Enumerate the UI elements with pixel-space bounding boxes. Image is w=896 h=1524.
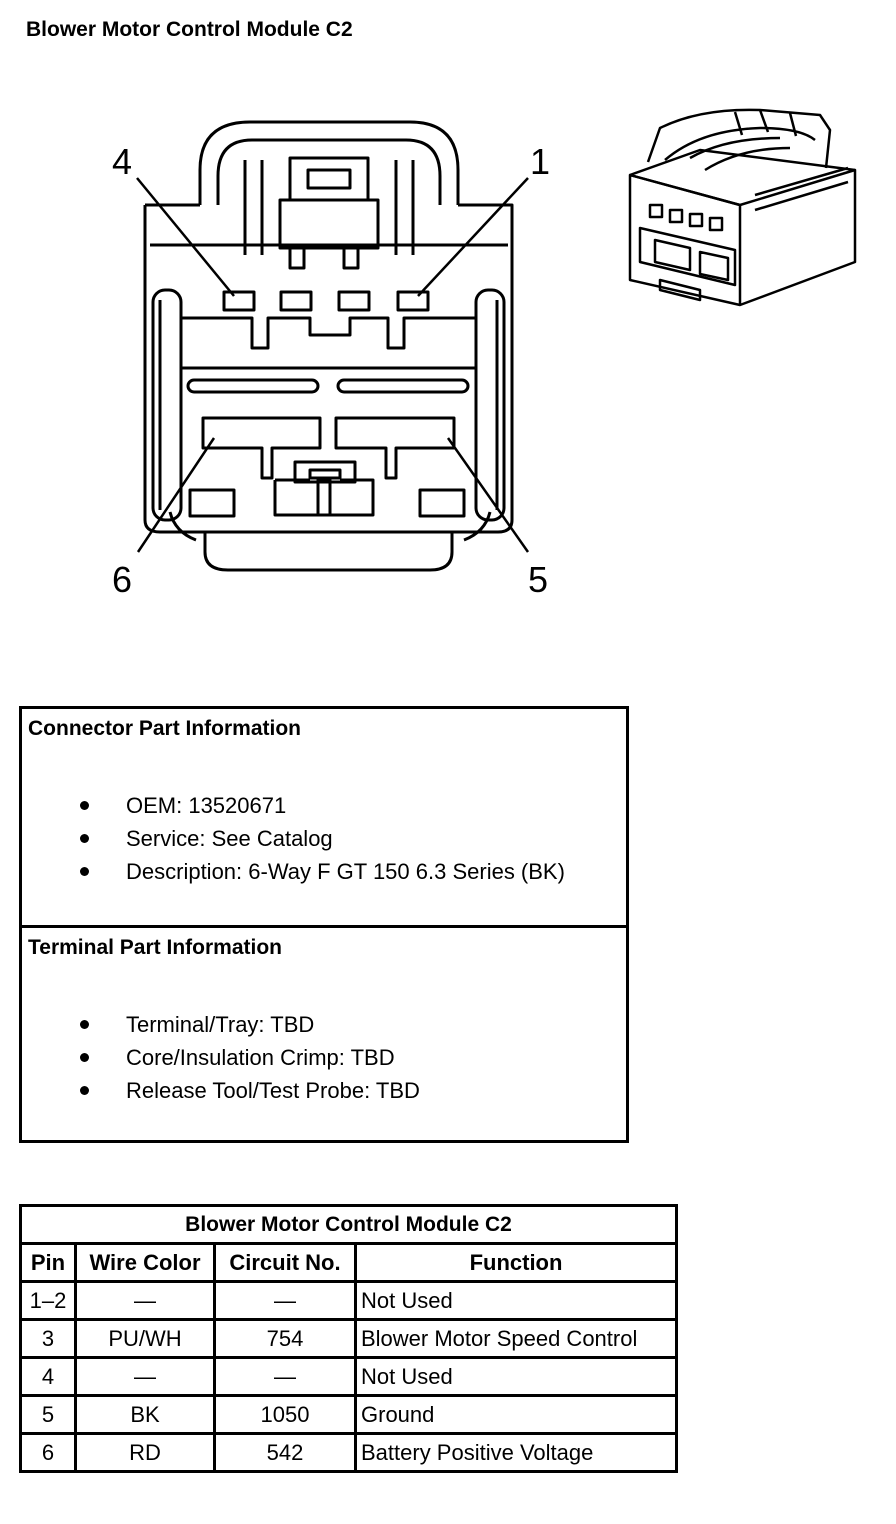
pin-label-4: 4 <box>112 141 132 182</box>
table-cell: 5 <box>19 1394 77 1435</box>
table-cell: 6 <box>19 1432 77 1473</box>
list-item: Core/Insulation Crimp: TBD <box>22 1041 420 1074</box>
table-cell: 754 <box>213 1318 357 1359</box>
terminal-cavity-1 <box>396 290 430 312</box>
leader-line-1 <box>417 177 529 297</box>
leader-line-5 <box>446 437 530 553</box>
column-header-circuit-no: Circuit No. <box>213 1242 357 1283</box>
table-cell: — <box>213 1356 357 1397</box>
pin-table-caption: Blower Motor Control Module C2 <box>19 1204 678 1245</box>
table-cell: Blower Motor Speed Control <box>354 1318 678 1359</box>
table-cell: RD <box>74 1432 216 1473</box>
connector-part-information: Connector Part Information OEM: 13520671… <box>22 709 626 928</box>
terminal-cavity-3 <box>279 290 313 312</box>
pin-table: Blower Motor Control Module C2 Pin Wire … <box>19 1204 678 1473</box>
column-header-pin: Pin <box>19 1242 77 1283</box>
terminal-info-list: Terminal/Tray: TBD Core/Insulation Crimp… <box>22 1008 420 1107</box>
connector-info-heading: Connector Part Information <box>28 717 302 740</box>
pin-label-6: 6 <box>112 559 132 600</box>
leader-line-6 <box>136 437 216 553</box>
list-item: Service: See Catalog <box>22 822 565 855</box>
table-cell: Not Used <box>354 1280 678 1321</box>
part-information-box: Connector Part Information OEM: 13520671… <box>19 706 629 1143</box>
table-cell: 542 <box>213 1432 357 1473</box>
table-row: 6 RD 542 Battery Positive Voltage <box>19 1432 678 1473</box>
table-cell: 1050 <box>213 1394 357 1435</box>
table-cell: — <box>213 1280 357 1321</box>
connector-isometric-view <box>628 108 857 307</box>
terminal-cavity-6 <box>201 416 322 480</box>
table-cell: PU/WH <box>74 1318 216 1359</box>
table-cell: 1–2 <box>19 1280 77 1321</box>
connector-latch-hood <box>198 120 460 205</box>
table-cell: BK <box>74 1394 216 1435</box>
connector-diagram: 4 1 6 5 <box>112 108 857 600</box>
column-header-wire-color: Wire Color <box>74 1242 216 1283</box>
table-header-row: Pin Wire Color Circuit No. Function <box>19 1242 678 1283</box>
list-item: OEM: 13520671 <box>22 789 565 822</box>
table-cell: — <box>74 1356 216 1397</box>
terminal-part-information: Terminal Part Information Terminal/Tray:… <box>22 928 626 1140</box>
column-header-function: Function <box>354 1242 678 1283</box>
terminal-cavity-5 <box>334 416 456 480</box>
leader-line-4 <box>136 177 235 297</box>
table-row: 1–2 — — Not Used <box>19 1280 678 1321</box>
connector-info-list: OEM: 13520671 Service: See Catalog Descr… <box>22 789 565 888</box>
page-title: Blower Motor Control Module C2 <box>26 18 353 41</box>
terminal-cavity-4 <box>222 290 256 312</box>
table-cell: 3 <box>19 1318 77 1359</box>
table-row: 5 BK 1050 Ground <box>19 1394 678 1435</box>
table-cell: Not Used <box>354 1356 678 1397</box>
connector-housing <box>143 203 514 534</box>
center-key <box>293 460 357 484</box>
table-row: 3 PU/WH 754 Blower Motor Speed Control <box>19 1318 678 1359</box>
table-cell: Ground <box>354 1394 678 1435</box>
connector-lock-tab <box>288 156 370 202</box>
table-cell: 4 <box>19 1356 77 1397</box>
table-row: 4 — — Not Used <box>19 1356 678 1397</box>
table-cell: Battery Positive Voltage <box>354 1432 678 1473</box>
pin-label-5: 5 <box>528 559 548 600</box>
list-item: Terminal/Tray: TBD <box>22 1008 420 1041</box>
terminal-info-heading: Terminal Part Information <box>28 936 282 959</box>
list-item: Release Tool/Test Probe: TBD <box>22 1074 420 1107</box>
list-item: Description: 6-Way F GT 150 6.3 Series (… <box>22 855 565 888</box>
table-cell: — <box>74 1280 216 1321</box>
pin-label-1: 1 <box>530 141 550 182</box>
terminal-cavity-2 <box>337 290 371 312</box>
